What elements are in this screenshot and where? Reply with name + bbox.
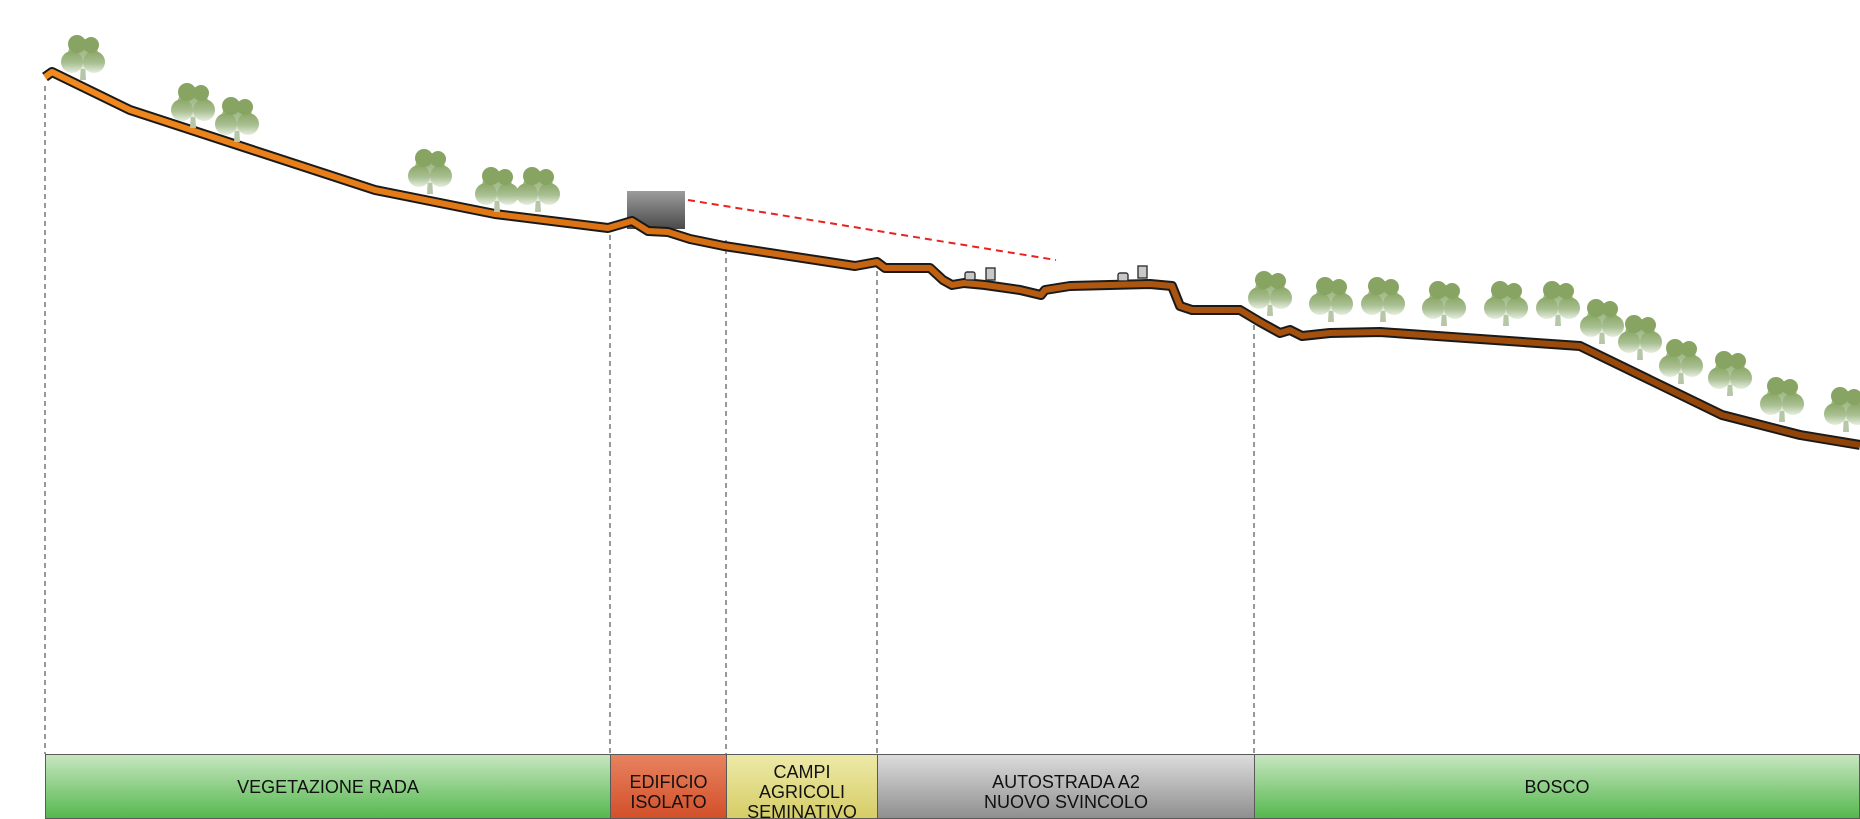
- zone-label: CAMPI AGRICOLI SEMINATIVO: [747, 761, 857, 819]
- tree-icon: [1422, 281, 1466, 326]
- tree-icon: [1659, 339, 1703, 384]
- zone-band-autostrada: AUTOSTRADA A2 NUOVO SVINCOLO: [877, 754, 1255, 819]
- tree-icon: [1760, 377, 1804, 422]
- tree-icon: [1248, 271, 1292, 316]
- terrain-profile: [42, 67, 1860, 450]
- tree-icon: [475, 167, 519, 212]
- tree-icon: [1309, 277, 1353, 322]
- tree-icon: [1361, 277, 1405, 322]
- zone-label: BOSCO: [1524, 776, 1590, 797]
- zone-band-campi-agricoli: CAMPI AGRICOLI SEMINATIVO: [726, 754, 878, 819]
- zone-band-edificio-isolato: EDIFICIO ISOLATO: [610, 754, 727, 819]
- zone-boundaries: [44, 86, 1255, 754]
- zone-band-bosco: BOSCO: [1254, 754, 1860, 819]
- sight-line: [687, 199, 1057, 261]
- tree-icon: [1580, 299, 1624, 344]
- tree-icon: [1824, 387, 1860, 432]
- vehicle-icon: [964, 267, 996, 281]
- tree-icon: [408, 149, 452, 194]
- tree-cluster: [61, 35, 1860, 432]
- zone-label: AUTOSTRADA A2 NUOVO SVINCOLO: [983, 771, 1149, 812]
- tree-icon: [516, 167, 560, 212]
- vehicle-icon: [1117, 265, 1148, 282]
- zone-band-vegetazione-rada: VEGETAZIONE RADA: [45, 754, 611, 819]
- tree-icon: [61, 35, 105, 80]
- tree-icon: [1618, 315, 1662, 360]
- tree-icon: [1536, 281, 1580, 326]
- tree-icon: [1708, 351, 1752, 396]
- zone-label: VEGETAZIONE RADA: [237, 776, 419, 797]
- zone-label: EDIFICIO ISOLATO: [629, 771, 708, 812]
- tree-icon: [1484, 281, 1528, 326]
